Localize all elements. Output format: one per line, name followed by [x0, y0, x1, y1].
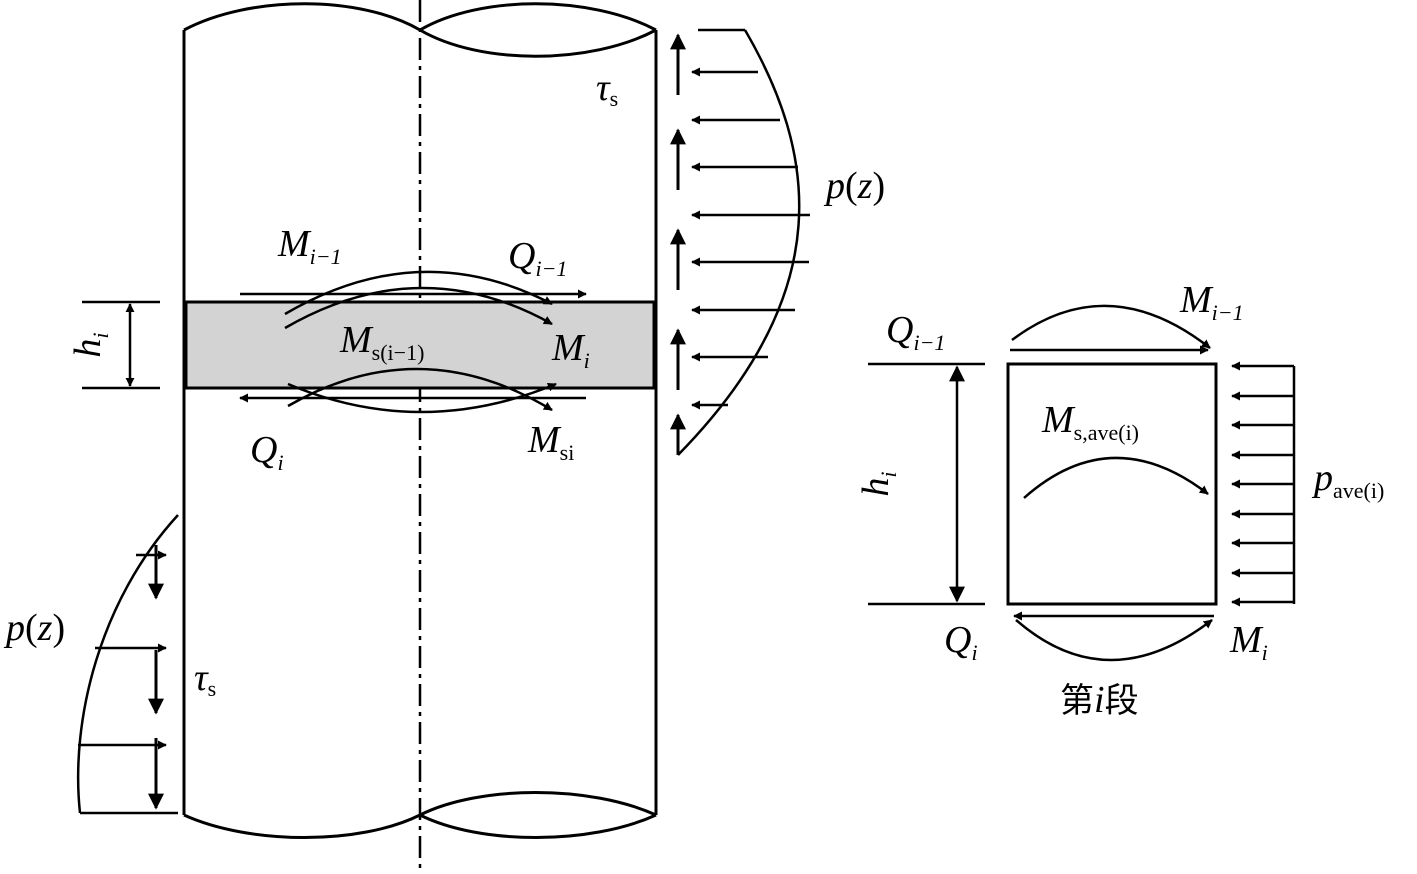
tau-subscript: s [610, 86, 619, 111]
segment-hi-dimension [868, 362, 985, 606]
pile-body [182, 2, 658, 839]
label-seg-p-ave: pave(i) [1311, 457, 1384, 503]
label-M-si: Msi [527, 419, 574, 465]
segment-forces [1010, 304, 1214, 662]
h-subscript: i [876, 471, 901, 477]
paren-close: ) [872, 165, 885, 207]
pile-bottom-forces [239, 367, 586, 414]
h-symbol: h [855, 478, 897, 497]
label-p-z-left: p(z) [3, 607, 65, 649]
M-subscript: s,ave(i) [1074, 420, 1139, 445]
pile-bottom-cap-right [419, 813, 657, 839]
tau-subscript: s [208, 676, 217, 701]
tau-symbol: τ [194, 657, 209, 699]
seg-M-i-arc [1015, 619, 1213, 662]
label-seg-Q-i: Qi [944, 619, 978, 665]
segment-caption: 第i段 [1060, 679, 1139, 721]
pile-top-cap-right [419, 2, 657, 32]
label-Q-i: Qi [250, 429, 284, 475]
M-subscript: i [584, 348, 590, 373]
z-symbol: z [37, 607, 53, 649]
Q-subscript: i [277, 450, 283, 475]
M-symbol: M [339, 319, 374, 361]
Q-subscript: i−1 [535, 256, 567, 281]
pile-top-cap-lower [419, 28, 657, 58]
Q-symbol: Q [944, 619, 971, 661]
right-pressure-curve [677, 29, 801, 456]
label-tau-s-top: τs [596, 67, 618, 111]
label-h-i-left: hi [67, 332, 113, 357]
Q-symbol: Q [886, 309, 913, 351]
label-M-s-i-minus-1: Ms(i−1) [339, 319, 424, 365]
M-symbol: M [1229, 619, 1264, 661]
Q-symbol: Q [508, 235, 535, 277]
label-tau-s-left: τs [194, 657, 216, 701]
segment-box [1006, 362, 1218, 606]
paren-open: ( [845, 165, 858, 207]
right-pressure-distribution [677, 28, 810, 456]
label-Q-i-minus-1: Qi−1 [508, 235, 567, 281]
h-symbol: h [67, 339, 109, 358]
paren-open: ( [25, 607, 38, 649]
M-symbol: M [1041, 399, 1076, 441]
M-subscript: i−1 [1212, 300, 1244, 325]
pile-hi-dimension [82, 300, 160, 390]
seg-M-i-minus-1-arc [1011, 304, 1211, 349]
label-p-z-right: p(z) [823, 165, 885, 207]
pile-bottom-cap-left [183, 813, 421, 839]
label-M-i: Mi [551, 327, 590, 373]
label-seg-M-i: Mi [1229, 619, 1268, 665]
left-pressure-curve [76, 514, 179, 814]
pile-top-forces [240, 270, 587, 330]
h-subscript: i [88, 332, 113, 338]
label-seg-Q-i-minus-1: Qi−1 [886, 309, 945, 355]
Q-subscript: i [971, 640, 977, 665]
caption-suffix: 段 [1105, 681, 1139, 721]
p-symbol: p [3, 607, 25, 649]
M-i-minus-1-arc [284, 270, 553, 316]
M-symbol: M [527, 419, 562, 461]
M-symbol: M [1179, 279, 1214, 321]
segment-average-pressure [1231, 361, 1296, 607]
p-subscript: ave(i) [1333, 478, 1384, 503]
label-seg-M-i-minus-1: Mi−1 [1179, 279, 1244, 325]
M-subscript: s(i−1) [372, 340, 425, 365]
z-symbol: z [857, 165, 873, 207]
M-si-arc [287, 367, 553, 412]
label-seg-h-i: hi [855, 471, 901, 496]
M-symbol: M [551, 327, 586, 369]
Q-symbol: Q [250, 429, 277, 471]
left-pressure-distribution [76, 514, 179, 815]
M-s-i-minus-1-arc [284, 286, 553, 330]
M-subscript: si [560, 440, 575, 465]
M-subscript: i−1 [310, 244, 342, 269]
label-M-i-minus-1: Mi−1 [277, 223, 342, 269]
caption-index: i [1094, 679, 1105, 721]
Q-subscript: i−1 [913, 330, 945, 355]
paren-close: ) [52, 607, 65, 649]
p-symbol: p [1311, 457, 1333, 499]
caption-prefix: 第 [1060, 681, 1094, 721]
label-seg-M-s-ave: Ms,ave(i) [1041, 399, 1139, 445]
M-symbol: M [277, 223, 312, 265]
pile-bottom-cap-upper [419, 791, 657, 817]
pile-segment-shaded [184, 300, 656, 390]
M-i-arc [287, 382, 557, 414]
seg-M-s-ave-arc [1023, 456, 1209, 499]
M-subscript: i [1262, 640, 1268, 665]
tau-symbol: τ [596, 67, 611, 109]
p-symbol: p [823, 165, 845, 207]
pile-top-cap-left [183, 2, 421, 32]
